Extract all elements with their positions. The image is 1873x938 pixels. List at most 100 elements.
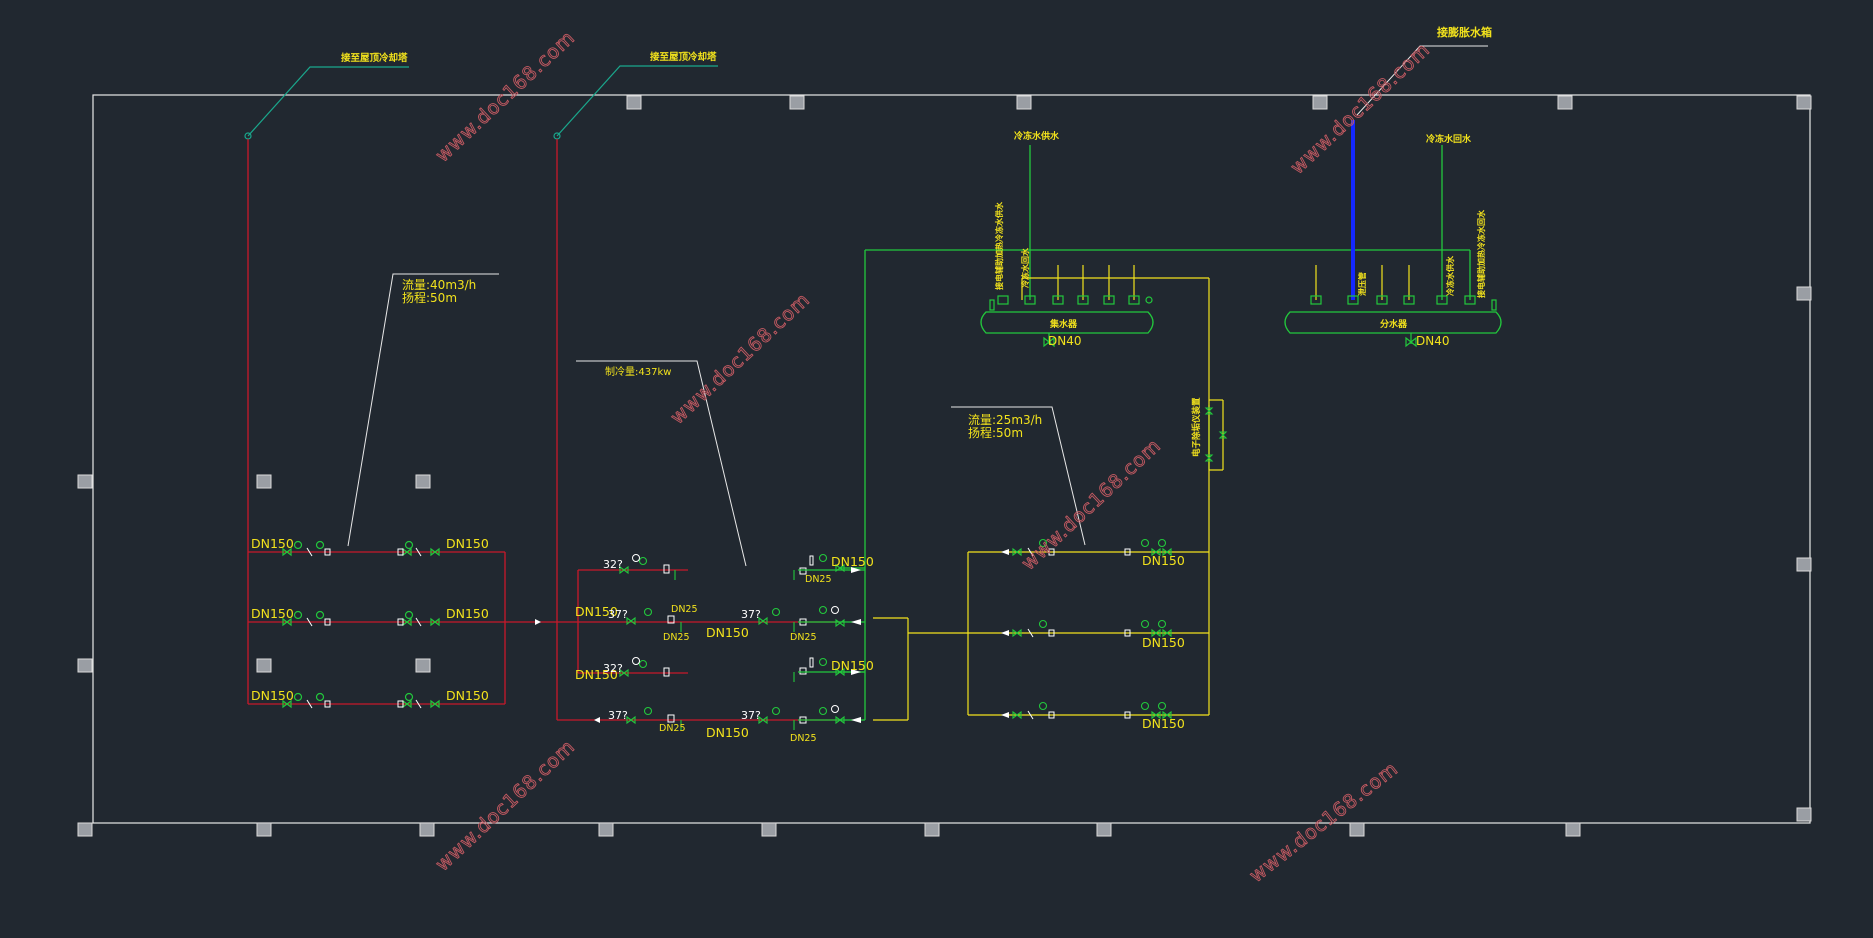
dn-label: DN25 <box>790 632 817 643</box>
dn-label: DN150 <box>251 688 294 703</box>
column <box>1796 557 1812 572</box>
dn-label: DN150 <box>446 688 489 703</box>
chilled-pump-symbols <box>1027 547 1131 720</box>
pipe-labels: DN150 DN150 DN150 DN150 DN150 DN150 DN15… <box>251 334 1450 744</box>
branch-label: 接电辅助加热冷冻水回水 <box>1476 209 1486 298</box>
dn-label: DN150 <box>1142 553 1185 568</box>
branch-label: 冷冻水供水 <box>1445 255 1455 296</box>
cooling-pump-symbols <box>306 547 422 709</box>
branch-label: 泄压管 <box>1357 272 1367 296</box>
dn-label: DN150 <box>831 658 874 673</box>
column <box>598 822 614 837</box>
chiller-branch-lines <box>798 569 865 721</box>
pump-flow-note: 流量:40m3/h <box>402 278 476 292</box>
column <box>924 822 940 837</box>
column <box>1312 95 1328 110</box>
chiller-valves <box>619 553 845 730</box>
chilled-return-label: 冷冻水回水 <box>1426 133 1472 145</box>
pump-head-note: 扬程:50m <box>968 425 1023 440</box>
column <box>1565 822 1581 837</box>
column <box>1796 807 1812 822</box>
room-outline <box>92 94 1811 824</box>
header-valves <box>989 295 1497 348</box>
collector-header <box>980 311 1154 334</box>
equipment-labels: 接至屋顶冷却塔 接至屋顶冷却塔 接膨胀水箱 冷冻水供水 冷冻水回水 集水器 分水… <box>341 25 1492 457</box>
flow-arrow <box>594 717 600 723</box>
annotation-leaders <box>347 45 1488 567</box>
column <box>1796 95 1812 110</box>
column <box>419 822 435 837</box>
dn-label: DN150 <box>706 725 749 740</box>
column <box>415 474 431 489</box>
column <box>1096 822 1112 837</box>
pressure-label: 37? <box>608 608 628 621</box>
pressure-label: 32? <box>603 662 623 675</box>
cooling-tower-label: 接至屋顶冷却塔 <box>650 51 717 63</box>
dn-label: DN150 <box>575 667 618 682</box>
column <box>77 658 93 673</box>
column <box>77 474 93 489</box>
pump-head-note: 扬程:50m <box>402 290 457 305</box>
headers <box>980 311 1502 334</box>
dn-label: DN150 <box>446 606 489 621</box>
watermarks: www.doc168.com www.doc168.com www.doc168… <box>431 26 1435 887</box>
pressure-label: 37? <box>608 709 628 722</box>
watermark: www.doc168.com <box>1286 38 1434 178</box>
structural-columns <box>77 95 1812 837</box>
pressure-label: 37? <box>741 608 761 621</box>
column <box>256 822 272 837</box>
pump-flow-note: 流量:25m3/h <box>968 413 1042 427</box>
dn-label: DN150 <box>1142 716 1185 731</box>
dn-label: DN25 <box>671 604 698 615</box>
dn-label: DN150 <box>706 625 749 640</box>
branch-label: 冷冻水回水 <box>1020 247 1030 288</box>
softener-valves <box>1204 407 1228 462</box>
dn-label: DN150 <box>575 604 618 619</box>
dn-label: DN40 <box>1048 334 1082 348</box>
column <box>1349 822 1365 837</box>
column <box>256 658 272 673</box>
distributor-header <box>1284 311 1502 334</box>
chilled-pump-valves <box>1012 538 1172 720</box>
chiller-arrows <box>851 567 861 723</box>
spec-annotations: 流量:40m3/h 扬程:50m 制冷量:437kw 流量:25m3/h 扬程:… <box>402 278 1042 440</box>
watermark: www.doc168.com <box>666 288 814 428</box>
dn-label: DN40 <box>1416 334 1450 348</box>
column <box>789 95 805 110</box>
cooling-pump-valves <box>282 540 440 709</box>
branch-label: 接电辅助加热冷冻水供水 <box>994 201 1004 290</box>
dn-label: DN150 <box>446 536 489 551</box>
dn-label: DN25 <box>659 723 686 734</box>
collector-label: 集水器 <box>1049 318 1078 330</box>
dn-label: DN150 <box>1142 635 1185 650</box>
column <box>415 658 431 673</box>
column <box>1557 95 1573 110</box>
dn-label: DN150 <box>251 606 294 621</box>
watermark: www.doc168.com <box>1246 758 1403 887</box>
flow-arrow <box>535 619 541 625</box>
dn-label: DN25 <box>790 733 817 744</box>
dn-label: DN25 <box>663 632 690 643</box>
expansion-tank-label: 接膨胀水箱 <box>1437 25 1492 39</box>
cooling-water-pipes <box>247 139 840 721</box>
chilled-pump-arrows <box>1001 549 1009 718</box>
dn-label: DN25 <box>805 574 832 585</box>
watermark: www.doc168.com <box>431 735 579 875</box>
dn-label: DN150 <box>251 536 294 551</box>
softener-label: 电子除垢仪装置 <box>1191 397 1202 457</box>
chilled-return-pipes <box>873 265 1410 721</box>
column <box>256 474 272 489</box>
column <box>761 822 777 837</box>
pressure-label: 37? <box>741 709 761 722</box>
column <box>1016 95 1032 110</box>
pressure-label: 32? <box>603 558 623 571</box>
cooling-tower-label: 接至屋顶冷却塔 <box>341 52 408 64</box>
chiller-capacity-note: 制冷量:437kw <box>605 365 671 378</box>
distributor-label: 分水器 <box>1380 318 1408 330</box>
column <box>77 822 93 837</box>
column <box>1796 286 1812 301</box>
chilled-supply-label: 冷冻水供水 <box>1014 130 1060 142</box>
column <box>626 95 642 110</box>
